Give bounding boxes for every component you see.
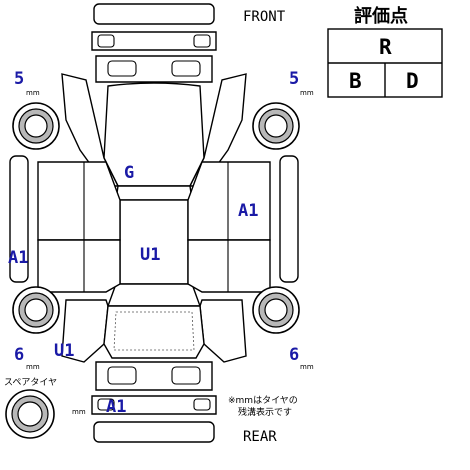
rear-lower-panel [91,395,217,415]
rear-door-right [187,239,271,293]
hood [103,82,205,187]
damage-code-right-doors: A1 [238,201,258,221]
grade-title: 評価点 [354,5,408,27]
headlight-left [97,34,115,48]
front-door-right [187,161,271,241]
front-bumper [93,3,215,25]
grade-exterior: B [349,69,362,93]
mm-unit: mm [26,363,40,371]
taillight-right [171,366,201,385]
tire-depth-front-left: 5 [14,69,24,89]
damage-code-left-side: A1 [8,248,28,268]
trunk-lid [103,305,205,359]
damage-code-left-rear-quarter: U1 [54,341,74,361]
side-sill-left [9,155,29,283]
tire-front-right [252,102,300,150]
front-label: FRONT [243,9,286,25]
tire-spare [5,389,55,439]
front-panel [95,55,213,83]
grade-table: 評価点 R B D [327,5,443,98]
rear-label: REAR [243,429,277,445]
grade-interior: D [406,69,419,93]
tire-depth-rear-right: 6 [289,345,299,365]
roof [119,199,189,285]
grade-overall: R [379,35,392,59]
fog-lamp-right [171,60,201,77]
side-sill-right [279,155,299,283]
fog-lamp-left [107,60,137,77]
windshield [115,185,193,201]
spare-tire-label: スペアタイヤ [4,377,57,388]
tire-depth-rear-left: 6 [14,345,24,365]
tire-rear-right [252,286,300,334]
tire-front-left [12,102,60,150]
tire-rear-left [12,286,60,334]
rear-window [107,283,201,307]
rear-panel [95,361,213,391]
mm-unit: mm [300,363,314,371]
mm-unit: mm [300,89,314,97]
front-door-left [37,161,121,241]
damage-code-hood: G [124,163,134,183]
damage-code-rear-bumper: A1 [106,397,126,417]
note-line-1: ※mmはタイヤの [228,395,298,406]
rear-quarter-right [199,299,247,363]
rear-door-left [37,239,121,293]
mm-unit-spare: mm [72,408,86,416]
headlight-right [193,34,211,48]
mm-unit: mm [26,89,40,97]
taillight-left [107,366,137,385]
tire-depth-front-right: 5 [289,69,299,89]
rear-bumper [93,421,215,443]
damage-code-roof: U1 [140,245,160,265]
front-grille [91,31,217,51]
note-line-2: 残溝表示です [238,406,292,418]
